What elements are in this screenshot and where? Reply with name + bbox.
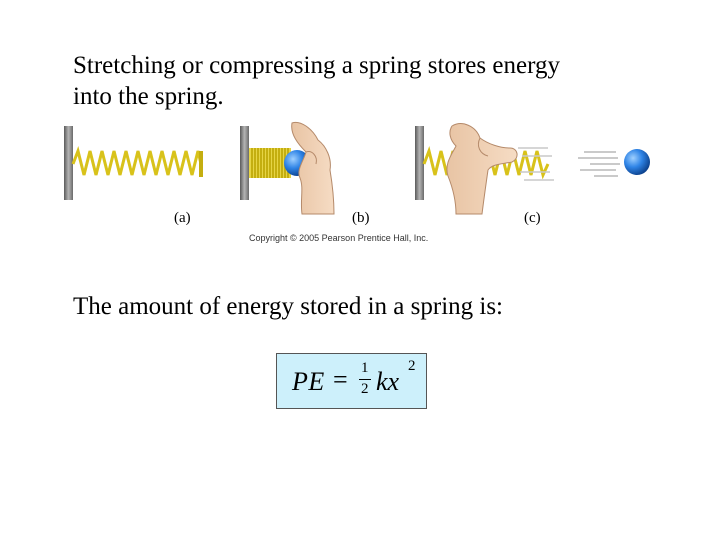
speed-lines: [578, 151, 620, 177]
label-a: (a): [174, 210, 191, 226]
label-c: (c): [524, 210, 541, 226]
amount-text: The amount of energy stored in a spring …: [73, 293, 504, 320]
spring-a: [71, 146, 203, 176]
formula-equals: =: [333, 365, 348, 394]
ball-c: [624, 149, 650, 175]
formula-rhs: kx: [376, 367, 400, 396]
panel-c: (c): [415, 123, 554, 226]
hand-c: [446, 123, 518, 215]
formula-fraction-bar: [359, 379, 371, 380]
wall-c: [415, 126, 424, 200]
formula-box: PE = 1 2 kx 2: [276, 353, 427, 409]
copyright-text: Copyright © 2005 Pearson Prentice Hall, …: [249, 233, 428, 243]
wall-a: [64, 126, 73, 200]
flying-ball-group: [578, 149, 650, 177]
spring-figure: (a) (b) (c): [64, 121, 650, 243]
formula-lhs: PE: [292, 367, 325, 396]
intro-text: Stretching or compressing a spring store…: [73, 50, 673, 112]
formula-exponent: 2: [408, 358, 416, 374]
intro-line-2: into the spring.: [73, 83, 224, 110]
wall-b: [240, 126, 249, 200]
spring-c-motion-lines: [518, 147, 554, 181]
panel-a: (a): [64, 126, 203, 226]
formula-numerator: 1: [361, 360, 369, 376]
label-b: (b): [352, 210, 370, 226]
intro-line-1: Stretching or compressing a spring store…: [73, 52, 560, 79]
hand-b: [291, 121, 335, 215]
formula-denominator: 2: [361, 381, 369, 397]
spring-b-compressed: [249, 148, 291, 178]
panel-b: (b): [240, 121, 370, 226]
